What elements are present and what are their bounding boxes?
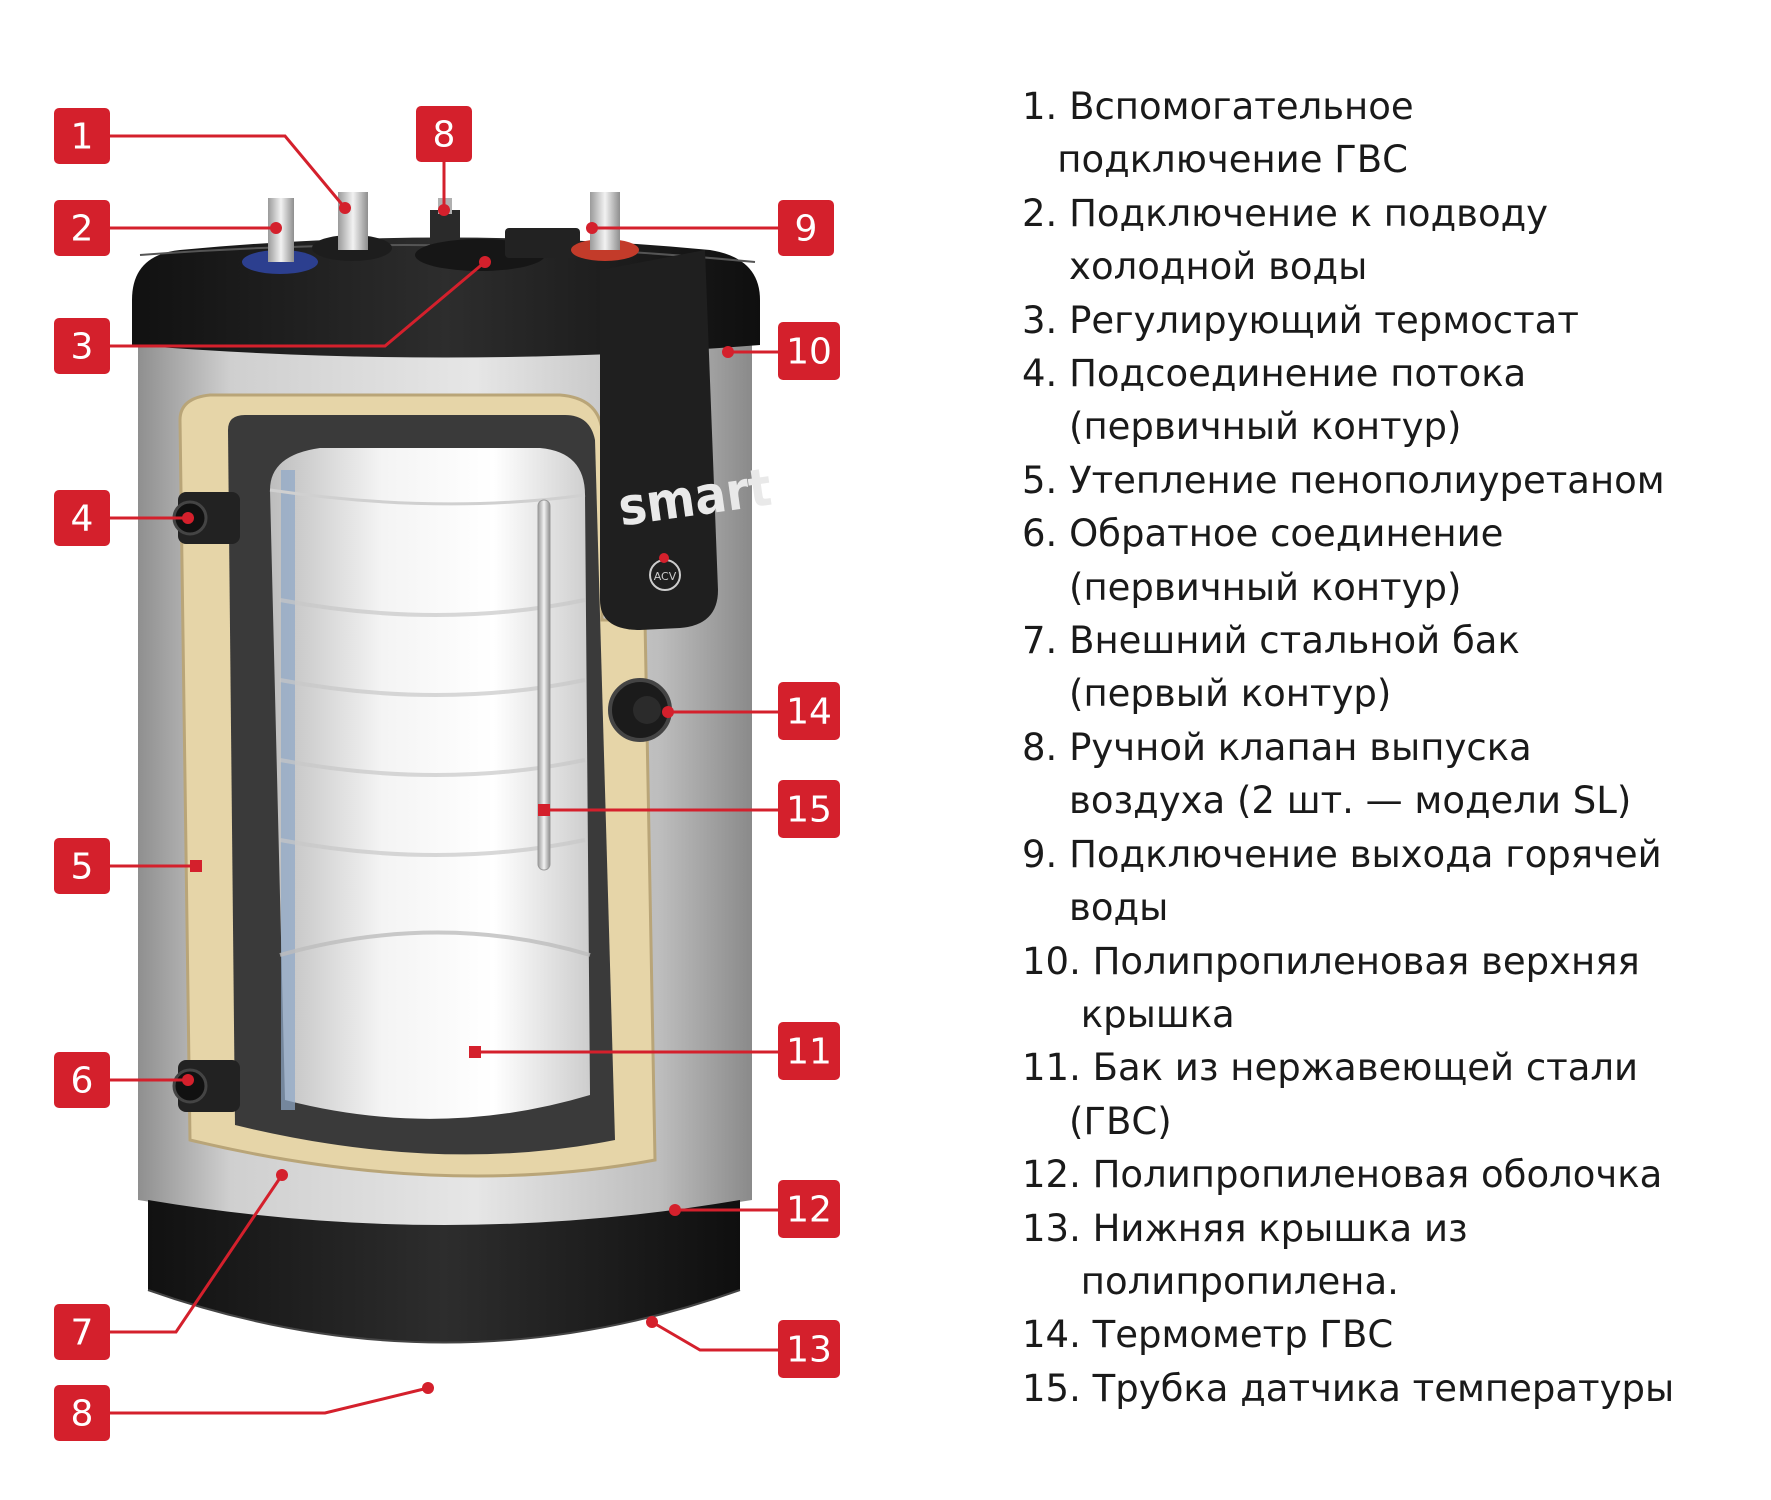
callout-label: 8 [433,115,456,156]
callout-label: 3 [71,327,94,368]
callout-label: 1 [71,117,94,158]
legend-item-2: 2. Подключение к подводу холодной воды [1022,191,1549,289]
callout-label: 9 [795,209,818,250]
bottom-cap [147,1200,741,1344]
legend-item-15: 15. Трубка датчика температуры [1022,1366,1675,1410]
callout-label: 10 [786,332,832,373]
sensor-tube [537,499,551,871]
leader-lines [110,134,778,1415]
side-ports [172,492,672,1112]
legend-item-5: 5. Утепление пенополиуретаном [1022,458,1665,502]
callout-label: 4 [71,499,94,540]
callout-label: 12 [786,1190,832,1231]
legend-item-12: 12. Полипропиленовая оболочка [1022,1153,1663,1197]
callout-7: 7 [54,1304,110,1360]
legend-item-4: 4. Подсоединение потока (первичный конту… [1022,352,1527,449]
callout-4: 4 [54,490,110,546]
legend-item-14: 14. Термометр ГВС [1022,1313,1394,1357]
callout-9: 9 [778,200,834,256]
callout-label: 7 [71,1313,94,1354]
control-panel: smart ACV [600,250,775,630]
callout-label: 15 [786,790,832,831]
top-connections [242,192,639,274]
callout-label: 5 [71,847,94,888]
legend-item-1: 1. Вспомогательное подключение ГВС [1022,85,1414,182]
callout-8-top: 8 [416,106,472,162]
legend-item-10: 10. Полипропиленовая верхняя крышка [1022,939,1640,1036]
legend-item-6: 6. Обратное соединение (первичный контур… [1022,512,1504,609]
brand-sub-logo: ACV [654,570,677,583]
callout-13: 13 [778,1320,840,1378]
callout-2: 2 [54,200,110,256]
callout-14: 14 [778,682,840,740]
callout-12: 12 [778,1180,840,1238]
callout-10: 10 [778,322,840,380]
callout-label: 13 [786,1330,832,1371]
callout-label: 6 [71,1061,94,1102]
callout-11: 11 [778,1022,840,1080]
callout-label: 11 [786,1032,832,1073]
legend-item-13: 13. Нижняя крышка из полипропилена. [1022,1206,1468,1303]
legend-item-7: 7. Внешний стальной бак (первый контур) [1022,619,1520,716]
callout-6: 6 [54,1052,110,1108]
callout-3: 3 [54,318,110,374]
callout-8-bottom: 8 [54,1385,110,1441]
callout-label: 8 [71,1394,94,1435]
legend-list: 1. Вспомогательное подключение ГВС 2. По… [1022,80,1762,1415]
callout-15: 15 [778,780,840,838]
flame-icon [659,553,669,563]
legend-item-8: 8. Ручной клапан выпуска воздуха (2 шт. … [1022,725,1632,823]
legend-item-3: 3. Регулирующий термостат [1022,298,1579,342]
callout-1: 1 [54,108,110,164]
callout-label: 2 [71,209,94,250]
callout-5: 5 [54,838,110,894]
callout-label: 14 [786,692,832,733]
stainless-tank [269,448,591,1119]
legend-item-11: 11. Бак из нержавеющей стали (ГВС) [1022,1046,1639,1143]
callout-boxes: 1 2 3 4 5 6 7 8 8 9 10 11 12 13 14 15 [54,106,840,1441]
legend-item-9: 9. Подключение выхода горячей воды [1022,832,1662,930]
